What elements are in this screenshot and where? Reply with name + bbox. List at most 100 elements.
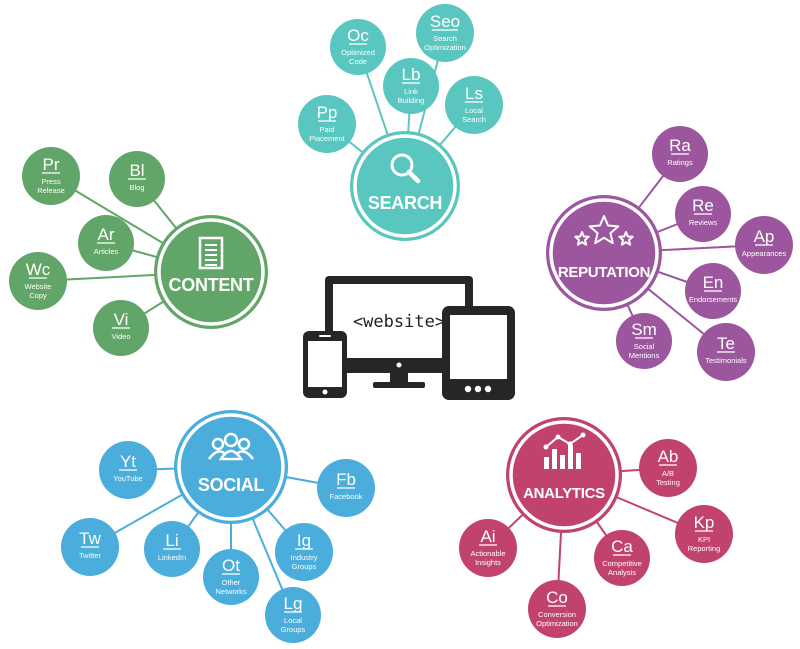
reputation-node-abbr: Re bbox=[692, 196, 714, 215]
search-node-abbr: Pp bbox=[317, 103, 338, 122]
social-node-label: Twitter bbox=[79, 551, 102, 560]
reputation-hub-circle bbox=[546, 195, 662, 311]
social-node-circle bbox=[265, 587, 321, 643]
stars-icon bbox=[574, 215, 634, 246]
social-node-label: Industry bbox=[291, 553, 318, 562]
content-node-circle bbox=[22, 147, 80, 205]
analytics-node-abbr: Ca bbox=[611, 537, 633, 556]
content-hub-label: CONTENT bbox=[169, 275, 254, 295]
content-hub-ring bbox=[157, 218, 265, 326]
analytics-node-circle bbox=[594, 530, 650, 586]
social-node-abbr: Ig bbox=[297, 531, 311, 550]
tablet-screen bbox=[450, 315, 507, 379]
analytics-node-circle bbox=[459, 519, 517, 577]
reputation-node-label: Ratings bbox=[667, 158, 693, 167]
tablet-dot bbox=[484, 385, 492, 393]
search-node-label: Building bbox=[398, 96, 425, 105]
analytics-hub-circle bbox=[506, 417, 622, 533]
analytics-node-abbr: Kp bbox=[694, 513, 715, 532]
search-node-abbr: Ls bbox=[465, 84, 483, 103]
analytics-node-label: Competitive bbox=[602, 559, 642, 568]
phone-screen bbox=[308, 341, 342, 387]
social-node-circle bbox=[275, 523, 333, 581]
monitor-power-dot bbox=[396, 362, 402, 368]
content-node-label: Video bbox=[111, 332, 130, 341]
social-node-label: Groups bbox=[281, 625, 306, 634]
search-node-label: Search bbox=[433, 34, 457, 43]
social-node-label: LinkedIn bbox=[158, 553, 186, 562]
reputation-node-label: Appearances bbox=[742, 249, 786, 258]
search-hub-circle bbox=[350, 131, 460, 241]
reputation-node-label: Endorsements bbox=[689, 295, 738, 304]
social-node-abbr: Fb bbox=[336, 470, 356, 489]
search-node-abbr: Oc bbox=[347, 26, 369, 45]
analytics-hub-ring bbox=[509, 420, 619, 530]
tablet-dot bbox=[474, 385, 482, 393]
social-node-abbr: Lg bbox=[284, 594, 303, 613]
content-node-abbr: Vi bbox=[114, 310, 129, 329]
reputation-node-abbr: Ap bbox=[754, 227, 775, 246]
social-hub: SOCIAL bbox=[174, 410, 288, 524]
content-hub-circle bbox=[154, 215, 268, 329]
analytics-node-label: Insights bbox=[475, 558, 501, 567]
monitor-stand bbox=[390, 373, 408, 383]
social-hub-label: SOCIAL bbox=[198, 475, 265, 495]
magnifier-icon bbox=[390, 153, 421, 184]
search-node-circle bbox=[445, 76, 503, 134]
reputation-node-label: Reviews bbox=[689, 218, 718, 227]
content-node-label: Articles bbox=[94, 247, 119, 256]
people-icon bbox=[208, 432, 254, 461]
search-hub-label: SEARCH bbox=[368, 193, 442, 213]
content-node-circle bbox=[9, 252, 67, 310]
analytics-node-label: Optimization bbox=[536, 619, 578, 628]
reputation-hub-label: REPUTATION bbox=[558, 264, 650, 281]
analytics-node-label: A/B bbox=[662, 469, 674, 478]
analytics-node-abbr: Ai bbox=[480, 527, 495, 546]
search-node-label: Link bbox=[404, 87, 418, 96]
tablet-dot bbox=[464, 385, 472, 393]
search-node-circle bbox=[383, 58, 439, 114]
social-node-abbr: Li bbox=[165, 531, 178, 550]
bar-chart-icon bbox=[543, 432, 586, 469]
social-node-label: Local bbox=[284, 616, 302, 625]
reputation-node-abbr: En bbox=[703, 273, 724, 292]
social-node-circle bbox=[203, 549, 259, 605]
search-node-label: Code bbox=[349, 57, 367, 66]
reputation-hub-ring bbox=[549, 198, 659, 308]
search-node-label: Search bbox=[462, 115, 486, 124]
reputation-hub: REPUTATION bbox=[546, 195, 662, 311]
analytics-node-circle bbox=[639, 439, 697, 497]
analytics-node-circle bbox=[675, 505, 733, 563]
social-node-abbr: Yt bbox=[120, 452, 136, 471]
search-hub: SEARCH bbox=[350, 131, 460, 241]
search-node-label: Placement bbox=[309, 134, 345, 143]
content-node-label: Release bbox=[37, 186, 65, 195]
reputation-node-circle bbox=[616, 313, 672, 369]
search-hub-ring bbox=[353, 134, 457, 238]
reputation-node-label: Social bbox=[634, 342, 655, 351]
content-node-abbr: Wc bbox=[26, 260, 51, 279]
search-node-label: Local bbox=[465, 106, 483, 115]
analytics-node-label: Reporting bbox=[688, 544, 721, 553]
search-node-label: Optimized bbox=[341, 48, 375, 57]
content-node-abbr: Pr bbox=[43, 155, 60, 174]
social-hub-circle bbox=[174, 410, 288, 524]
